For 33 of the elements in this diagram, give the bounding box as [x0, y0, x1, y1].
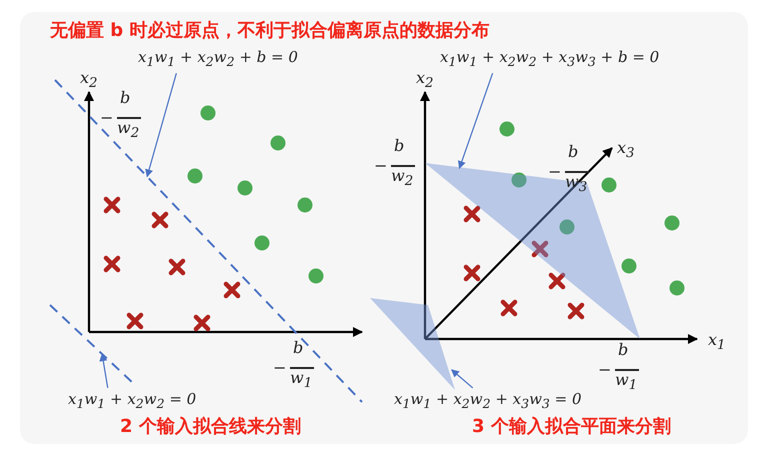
- fraction-numerator: b: [618, 340, 628, 359]
- caption: 2 个输入拟合线来分割: [120, 415, 301, 438]
- equation-label: x$_{1}$w$_{1}$ + x$_{2}$w$_{2}$ = 0: [68, 390, 196, 411]
- fraction-denominator: w$_{2}$: [117, 118, 140, 142]
- axis-label: x$_{2}$: [80, 68, 98, 92]
- leader-line: [458, 73, 494, 170]
- fraction-numerator: b: [394, 136, 404, 155]
- fraction-numerator: b: [293, 338, 304, 357]
- axis-label: x$_{1}$: [708, 330, 726, 354]
- fraction-numerator: b: [568, 142, 578, 161]
- leader-line: [451, 369, 474, 388]
- fraction-numerator: b: [120, 88, 130, 107]
- axis-label: x$_{2}$: [416, 68, 434, 92]
- caption: 3 个输入拟合平面来分割: [472, 415, 671, 438]
- equation-label: x$_{1}$w$_{1}$ + x$_{2}$w$_{2}$ + x$_{3}$w$_{3}$ + b = 0: [440, 48, 660, 69]
- equation-label: x$_{1}$w$_{1}$ + x$_{2}$w$_{2}$ + x$_{3}$w$_{3}$ = 0: [394, 390, 582, 411]
- minus-sign: −: [273, 358, 286, 377]
- minus-sign: −: [548, 162, 562, 181]
- equation-label: x$_{1}$w$_{1}$ + x$_{2}$w$_{2}$ + b = 0: [138, 48, 298, 69]
- title: 无偏置 b 时必过原点，不利于拟合偏离原点的数据分布: [50, 19, 490, 42]
- dashed-line: [50, 305, 134, 384]
- fraction-denominator: w$_{2}$: [391, 166, 414, 190]
- leader-line: [99, 353, 108, 388]
- plane-triangle: [425, 163, 640, 339]
- minus-sign: −: [374, 156, 388, 175]
- fraction-denominator: w$_{1}$: [615, 370, 638, 394]
- axis-label: x$_{3}$: [617, 138, 635, 162]
- minus-sign: −: [100, 108, 114, 127]
- fraction-denominator: w$_{3}$: [565, 172, 588, 196]
- leader-line: [145, 73, 177, 178]
- minus-sign: −: [598, 360, 612, 379]
- fraction-denominator: w$_{1}$: [290, 368, 312, 392]
- plane-triangle: [370, 298, 455, 390]
